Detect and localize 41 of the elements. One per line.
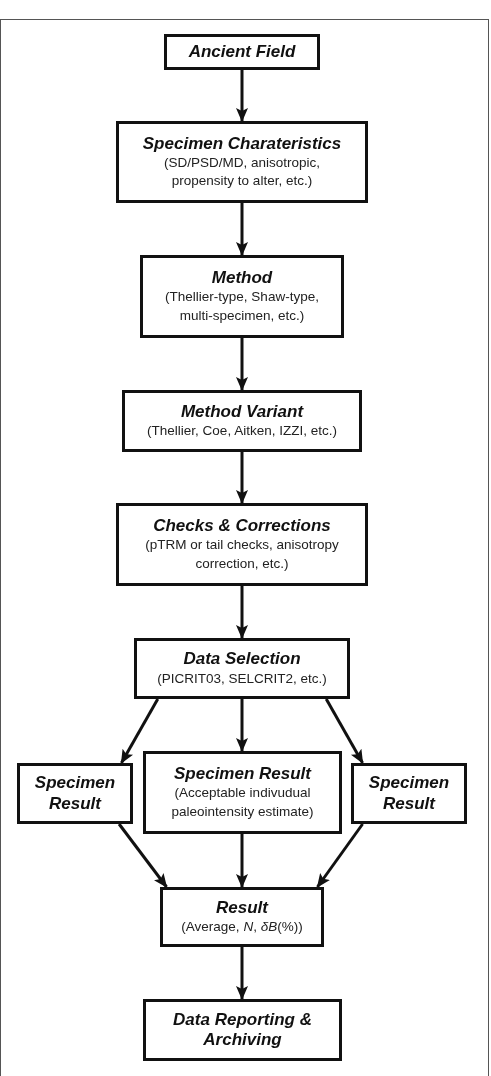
arrow [236,203,248,256]
process-box [116,121,368,203]
arrow [236,947,248,1000]
process-box [160,887,324,947]
box-title: Checks & Corrections [153,516,331,537]
box-title: Specimen Result [174,764,311,785]
box-description: (SD/PSD/MD, anisotropic, propensity to alter, etc.) [162,153,321,191]
arrow [120,698,160,764]
process-box [116,503,368,586]
process-box [143,999,342,1061]
arrow [236,834,248,888]
box-title: Specimen Result [33,773,117,814]
box-title: Data Reporting & Archiving [172,1009,313,1051]
process-box [164,34,320,70]
box-title: Data Selection [183,649,301,670]
process-box [351,763,467,824]
box-description: (Thellier, Coe, Aitken, IZZI, etc.) [147,422,337,441]
process-box [143,751,342,834]
process-box [134,638,350,699]
process-box [140,255,344,338]
box-title: Specimen Charateristics [142,133,342,154]
box-title: Method [211,268,273,289]
box-title: Specimen Result [367,773,451,814]
process-box [122,390,362,452]
box-description: (PICRIT03, SELCRIT2, etc.) [157,669,327,688]
box-description: (Thellier-type, Shaw-type, multi-specimen, etc.) [164,288,320,325]
arrow [324,698,364,764]
process-box [17,763,133,824]
arrow [117,823,168,888]
arrow [236,699,248,752]
box-title: Method Variant [180,401,304,423]
box-title: Ancient Field [188,41,296,63]
box-description: (Average, N, δB(%)) [181,918,303,937]
arrow [316,823,364,888]
box-description: (Acceptable indivudual paleointensity estimate) [170,784,315,821]
arrow [236,338,248,391]
arrow [236,452,248,504]
box-title: Result [216,897,268,919]
box-description: (pTRM or tail checks, anisotropy correction, etc.) [144,536,340,573]
arrow [236,586,248,639]
arrow [236,70,248,122]
